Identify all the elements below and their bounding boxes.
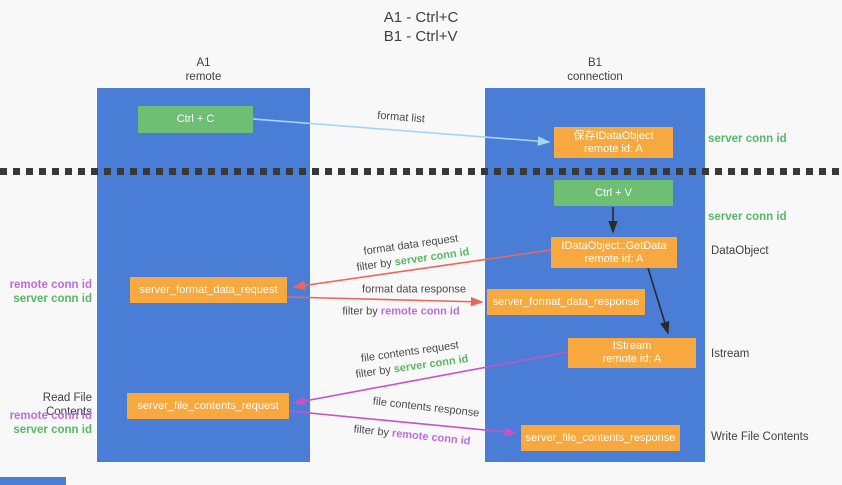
arrow-format-data-response — [286, 296, 484, 307]
node-ctrl-v: Ctrl + V — [554, 180, 673, 206]
diagram-title: A1 - Ctrl+C B1 - Ctrl+V — [0, 8, 842, 46]
label-istream: Istream — [711, 348, 750, 360]
node-server-file-contents-request-label: server_file_contents_request — [137, 399, 279, 412]
node-ctrl-v-label: Ctrl + V — [595, 186, 632, 199]
node-server-format-data-request-label: server_format_data_request — [139, 283, 278, 296]
node-istream-line2: remote id: A — [602, 353, 662, 365]
label-server-conn-id-top: server conn id — [708, 133, 787, 145]
label-conn-ids-bottom: remote conn id server conn id — [0, 410, 94, 437]
label-format-list: format list — [376, 109, 426, 126]
node-server-format-data-response-label: server_format_data_response — [492, 295, 640, 308]
filter-value-remote-conn-id: remote conn id — [380, 305, 460, 318]
label-server-conn-id-mid: server conn id — [708, 211, 787, 223]
column-a1-name: A1 — [196, 57, 211, 69]
filter-prefix: filter by — [353, 423, 393, 440]
node-server-file-contents-request: server_file_contents_request — [127, 393, 289, 419]
machine-boundary-dotted-line — [0, 168, 842, 175]
label-conn-ids-top: remote conn id server conn id — [0, 279, 94, 306]
title-line-1: A1 - Ctrl+C — [383, 9, 459, 26]
column-header-a1: A1 remote — [97, 56, 310, 84]
filter-prefix: filter by — [355, 256, 396, 274]
node-server-format-data-response: server_format_data_response — [487, 289, 645, 315]
node-save-idataobject-line2: remote id: A — [584, 142, 643, 155]
node-save-idataobject-line1: 保存IDataObject — [573, 129, 654, 142]
filter-value-remote-conn-id: remote conn id — [391, 427, 472, 448]
node-idataobject-getdata-line1: IDataObject::GetData — [561, 239, 667, 252]
label-write-file-contents: Write File Contents — [711, 431, 809, 443]
label-server-conn-id-left-bottom: server conn id — [13, 423, 92, 436]
node-server-file-contents-response-label: server_file_contents_response — [525, 431, 676, 444]
label-remote-conn-id-bottom: remote conn id — [9, 410, 92, 422]
node-ctrl-c-label: Ctrl + C — [176, 113, 215, 125]
bottom-left-window-fragment — [0, 477, 66, 485]
node-ctrl-c: Ctrl + C — [138, 106, 253, 133]
label-format-data-response-filter: filter by remote conn id — [342, 305, 459, 320]
node-server-file-contents-response: server_file_contents_response — [521, 425, 680, 451]
label-format-data-request: format data request filter by server con… — [354, 230, 471, 276]
label-remote-conn-id-top: remote conn id — [9, 279, 92, 291]
label-format-data-response: format data response — [362, 283, 466, 296]
node-save-idataobject: 保存IDataObject remote id: A — [554, 127, 673, 158]
label-file-contents-request: file contents request filter by server c… — [353, 337, 470, 383]
node-idataobject-getdata-line2: remote id: A — [584, 252, 644, 265]
label-file-contents-response: file contents response — [372, 395, 480, 420]
label-read-file-contents: Read File Contents — [0, 392, 94, 419]
column-a1-subtitle: remote — [185, 71, 222, 83]
node-server-format-data-request: server_format_data_request — [130, 277, 287, 303]
column-header-b1: B1 connection — [485, 56, 705, 84]
title-line-2: B1 - Ctrl+V — [383, 28, 458, 45]
node-idataobject-getdata: IDataObject::GetData remote id: A — [551, 237, 677, 268]
node-istream-line1: IStream — [612, 340, 652, 352]
column-b1-subtitle: connection — [567, 71, 623, 83]
label-dataobject: DataObject — [711, 245, 769, 257]
label-read-file-contents-text: Read File Contents — [42, 392, 92, 418]
filter-prefix: filter by — [342, 305, 381, 318]
filter-prefix: filter by — [354, 363, 395, 381]
column-b1-name: B1 — [587, 57, 603, 69]
label-file-contents-response-filter: filter by remote conn id — [353, 422, 471, 449]
label-server-conn-id-left-top: server conn id — [13, 292, 92, 305]
node-istream: IStream remote id: A — [568, 338, 696, 368]
